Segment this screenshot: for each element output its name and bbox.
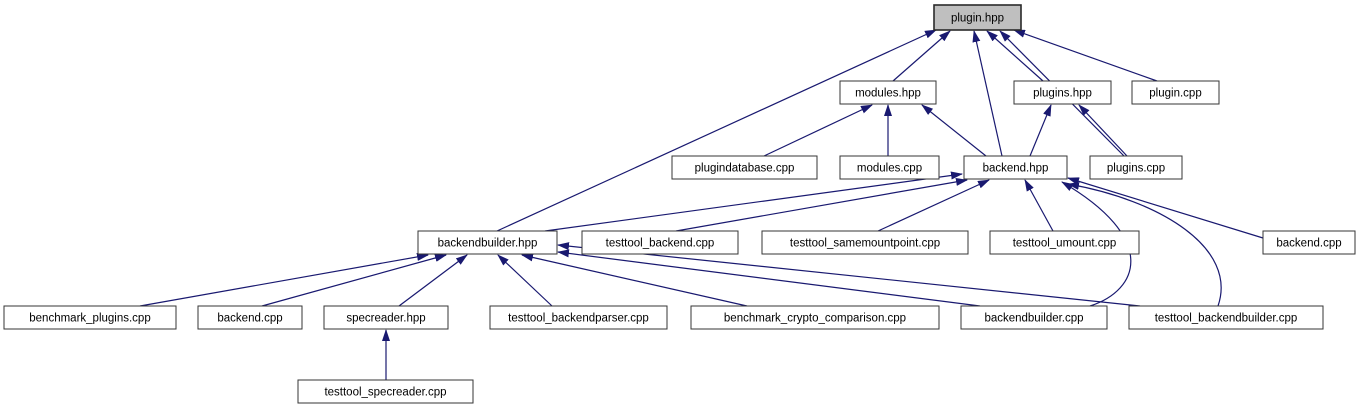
graph-node-label: plugins.hpp: [1033, 88, 1092, 100]
graph-edge-testtool-samemountpoint-cpp--backend-hpp: [877, 179, 990, 232]
graph-node-backend-cpp[interactable]: backend.cpp: [197, 305, 303, 330]
node-box[interactable]: [297, 379, 474, 404]
node-box[interactable]: [1262, 230, 1356, 255]
node-box[interactable]: [1131, 80, 1220, 105]
graph-edge-backend-hpp--modules-hpp: [921, 104, 987, 157]
graph-edge-testtool-backendbuilder-cpp--backendbuilder-hpp: [557, 242, 1141, 307]
graph-node-backend-cpp-2[interactable]: backend.cpp: [1262, 230, 1356, 255]
graph-edge-backendbuilder-cpp--backendbuilder-hpp: [557, 249, 981, 307]
graph-edge-modules-hpp--plugin-hpp: [892, 30, 951, 82]
graph-node-backend-hpp[interactable]: backend.hpp: [963, 155, 1068, 180]
node-box[interactable]: [963, 155, 1068, 180]
graph-node-plugins-hpp[interactable]: plugins.hpp: [1013, 80, 1112, 105]
graph-edge-testtool-umount-cpp--backend-hpp: [1024, 179, 1054, 232]
graph-edge-backendbuilder-hpp--backend-hpp: [544, 171, 963, 232]
node-box[interactable]: [989, 230, 1140, 255]
graph-node-backendbuilder-cpp[interactable]: backendbuilder.cpp: [960, 305, 1108, 330]
node-box[interactable]: [1089, 155, 1183, 180]
graph-node-label: backendbuilder.cpp: [984, 313, 1083, 325]
graph-node-testtool-backendbuilder-cpp[interactable]: testtool_backendbuilder.cpp: [1128, 305, 1324, 330]
graph-node-label: modules.cpp: [857, 163, 922, 175]
graph-edge-benchmark-plugins-cpp--backendbuilder-hpp: [139, 252, 429, 307]
graph-node-label: testtool_umount.cpp: [1013, 238, 1117, 250]
graph-node-label: backend.cpp: [1276, 238, 1341, 250]
graph-edge-backend-cpp--backendbuilder-hpp: [261, 254, 447, 307]
node-box[interactable]: [3, 305, 177, 330]
node-box[interactable]: [581, 230, 739, 255]
graph-node-label: modules.hpp: [855, 88, 921, 100]
node-layer: plugin.hpp modules.hpp plugins.hpp plugin.c…: [3, 4, 1356, 404]
node-box[interactable]: [1128, 305, 1324, 330]
graph-node-testtool-specreader-cpp[interactable]: testtool_specreader.cpp: [297, 379, 474, 404]
graph-node-label: backend.hpp: [983, 163, 1049, 175]
graph-node-plugin-cpp[interactable]: plugin.cpp: [1131, 80, 1220, 105]
graph-edge-backend-cpp-2--backend-hpp: [1067, 177, 1264, 239]
graph-node-label: specreader.hpp: [346, 313, 425, 325]
graph-edge-plugins-hpp--plugin-hpp: [986, 30, 1044, 82]
graph-edge-backendbuilder-hpp--plugin-hpp: [496, 29, 937, 232]
graph-edge-backend-hpp--plugin-hpp: [972, 30, 1003, 157]
graph-node-testtool-backendparser-cpp[interactable]: testtool_backendparser.cpp: [489, 305, 668, 330]
node-box[interactable]: [489, 305, 668, 330]
node-box[interactable]: [839, 155, 940, 180]
graph-edge-specreader-hpp--backendbuilder-hpp: [398, 254, 468, 307]
graph-node-testtool-backend-cpp[interactable]: testtool_backend.cpp: [581, 230, 739, 255]
edge-layer: [139, 29, 1264, 380]
graph-node-label: plugin.hpp: [951, 13, 1004, 25]
graph-node-label: backend.cpp: [217, 313, 282, 325]
node-box[interactable]: [417, 230, 558, 255]
graph-edge-backend-hpp--plugins-hpp: [1029, 104, 1052, 157]
graph-node-plugins-cpp[interactable]: plugins.cpp: [1089, 155, 1183, 180]
graph-node-label: testtool_samemountpoint.cpp: [790, 238, 940, 250]
graph-node-label: testtool_backendbuilder.cpp: [1155, 313, 1298, 325]
graph-node-label: testtool_specreader.cpp: [324, 387, 446, 399]
node-box[interactable]: [690, 305, 940, 330]
graph-node-modules-hpp[interactable]: modules.hpp: [839, 80, 937, 105]
node-box[interactable]: [197, 305, 303, 330]
graph-edge-benchmark-crypto-comparison-cpp--backendbuilder-hpp: [521, 253, 748, 307]
graph-node-label: plugin.cpp: [1149, 88, 1201, 100]
graph-edge-testtool-backendbuilder-cpp--backend-hpp: [1067, 181, 1222, 307]
node-box[interactable]: [761, 230, 969, 255]
node-box[interactable]: [323, 305, 449, 330]
graph-edge-plugins-cpp--plugins-hpp: [1078, 104, 1128, 157]
graph-edge-backendbuilder-cpp--backend-hpp: [1061, 181, 1132, 307]
graph-node-benchmark-plugins-cpp[interactable]: benchmark_plugins.cpp: [3, 305, 177, 330]
graph-node-specreader-hpp[interactable]: specreader.hpp: [323, 305, 449, 330]
graph-node-label: benchmark_plugins.cpp: [29, 313, 150, 325]
node-box-highlighted: [933, 4, 1022, 31]
node-box[interactable]: [960, 305, 1108, 330]
graph-node-label: plugindatabase.cpp: [695, 163, 795, 175]
graph-node-testtool-umount-cpp[interactable]: testtool_umount.cpp: [989, 230, 1140, 255]
node-box[interactable]: [671, 155, 818, 180]
node-box[interactable]: [1013, 80, 1112, 105]
graph-node-label: plugins.cpp: [1107, 163, 1165, 175]
graph-node-modules-cpp[interactable]: modules.cpp: [839, 155, 940, 180]
graph-node-label: testtool_backendparser.cpp: [508, 313, 649, 325]
graph-node-benchmark-crypto-comparison-cpp[interactable]: benchmark_crypto_comparison.cpp: [690, 305, 940, 330]
graph-edge-plugindatabase-cpp--modules-hpp: [763, 104, 873, 157]
graph-edge-testtool-backendparser-cpp--backendbuilder-hpp: [497, 254, 553, 307]
graph-node-testtool-samemountpoint-cpp[interactable]: testtool_samemountpoint.cpp: [761, 230, 969, 255]
graph-node-label: testtool_backend.cpp: [606, 238, 715, 250]
node-box[interactable]: [839, 80, 937, 105]
graph-node-plugin-hpp: plugin.hpp: [933, 4, 1022, 31]
graph-node-plugindatabase-cpp[interactable]: plugindatabase.cpp: [671, 155, 818, 180]
graph-node-label: backendbuilder.hpp: [438, 238, 538, 250]
graph-edge-testtool-backend-cpp--backend-hpp: [675, 177, 968, 232]
graph-node-backendbuilder-hpp[interactable]: backendbuilder.hpp: [417, 230, 558, 255]
graph-node-label: benchmark_crypto_comparison.cpp: [724, 313, 906, 325]
graph-edge-plugin-cpp--plugin-hpp: [1013, 29, 1158, 82]
